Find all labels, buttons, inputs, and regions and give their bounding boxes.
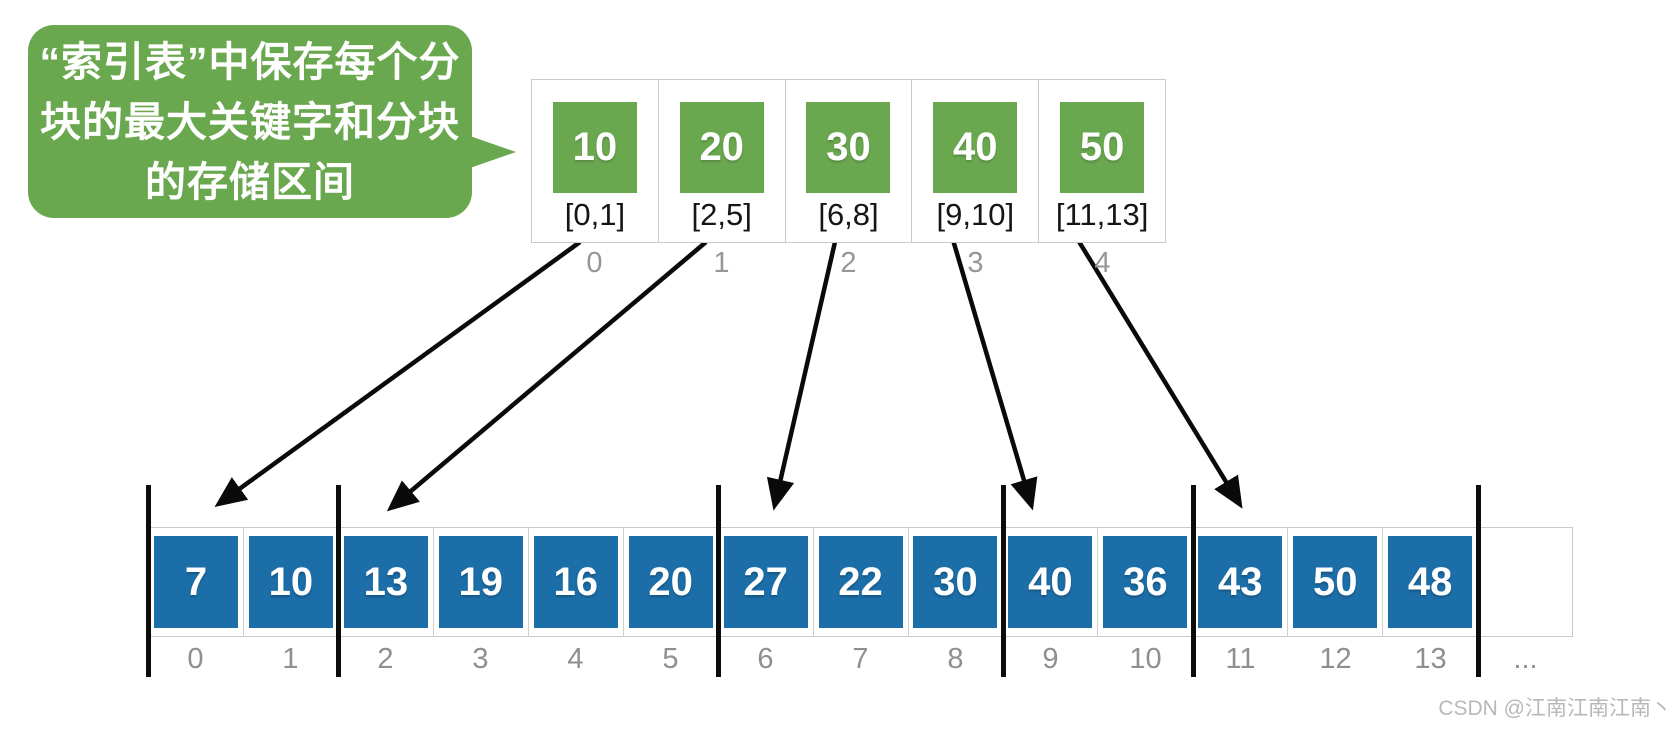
array-value-box: 50	[1293, 536, 1378, 628]
speech-bubble-line: “索引表”中保存每个分	[39, 38, 461, 85]
array-cell: 7	[149, 528, 244, 636]
array-index-label: 2	[377, 643, 394, 675]
index-table-cell: 10 [0,1]	[532, 80, 659, 242]
block-divider-bar	[1191, 485, 1196, 677]
index-range: [2,5]	[691, 197, 752, 232]
array-cell: 40	[1003, 528, 1099, 636]
arrow-block-0	[214, 240, 582, 507]
array-cell: 19	[434, 528, 529, 636]
array-index-label: 6	[757, 643, 774, 675]
array-value-box: 16	[533, 536, 618, 628]
array-cell: 30	[909, 528, 1004, 636]
index-key-box: 30	[806, 102, 891, 193]
block-divider-bar	[716, 485, 721, 677]
array-value-box: 48	[1388, 536, 1473, 628]
arrow-block-2	[766, 241, 838, 511]
index-position-label: 3	[967, 247, 984, 279]
array-cell: 13	[339, 528, 434, 636]
array-cell: 10	[244, 528, 339, 636]
array-index-label: 4	[567, 643, 584, 675]
array-index-label: 9	[1042, 643, 1059, 675]
array-cell: 48	[1383, 528, 1479, 636]
array-overflow-label: ...	[1513, 643, 1538, 675]
array-value-box: 10	[248, 536, 333, 628]
index-key-box: 20	[679, 102, 764, 193]
index-range: [9,10]	[936, 197, 1015, 232]
csdn-watermark: CSDN @江南江南江南丶	[1438, 697, 1672, 720]
block-divider-bar	[1476, 485, 1481, 677]
arrow-block-3	[950, 239, 1038, 511]
array-cell: 22	[814, 528, 909, 636]
index-table-cell: 50 [11,13]	[1039, 80, 1165, 242]
array-value-box: 27	[723, 536, 808, 628]
index-table-cell: 20 [2,5]	[659, 80, 786, 242]
index-position-label: 2	[840, 247, 857, 279]
array-value-box: 7	[153, 536, 238, 628]
block-divider-bar	[1001, 485, 1006, 677]
block-divider-bar	[146, 485, 151, 677]
array-cell: 20	[624, 528, 719, 636]
index-range: [0,1]	[564, 197, 626, 232]
array-value-box: 36	[1103, 536, 1188, 628]
block-divider-bar	[336, 485, 341, 677]
arrow-block-4	[1076, 238, 1243, 509]
index-table-position-labels: 0 1 2 3 4	[531, 246, 1166, 280]
array-value-box: 30	[913, 536, 998, 628]
arrow-block-1	[386, 240, 708, 512]
array-value-box: 40	[1008, 536, 1093, 628]
array-cell: 43	[1193, 528, 1289, 636]
index-range: [6,8]	[818, 197, 879, 232]
index-position-label: 1	[713, 247, 730, 279]
array-cell: 36	[1098, 528, 1194, 636]
index-position-label: 0	[586, 247, 603, 279]
index-key-box: 40	[933, 102, 1018, 193]
array-index-label: 11	[1225, 643, 1256, 675]
array-cell: 27	[719, 528, 814, 636]
array-value-box: 22	[818, 536, 903, 628]
speech-bubble-line: 的存储区间	[145, 158, 355, 205]
index-table-cell: 40 [9,10]	[912, 80, 1040, 242]
array-index-label: 3	[472, 643, 489, 675]
array-index-label: 7	[852, 643, 869, 675]
array-index-label: 5	[662, 643, 679, 675]
speech-bubble-tail	[470, 136, 516, 168]
index-position-label: 4	[1094, 247, 1111, 279]
index-table-cell: 30 [6,8]	[786, 80, 913, 242]
index-key-box: 50	[1060, 102, 1145, 193]
array-value-box: 43	[1198, 536, 1283, 628]
speech-bubble: “索引表”中保存每个分 块的最大关键字和分块 的存储区间	[28, 25, 472, 218]
main-array: 7 10 13 19 16 20 27 22 30 40 36 43 50 48	[148, 527, 1573, 637]
index-key-box: 10	[552, 102, 637, 193]
array-index-label: 8	[947, 643, 964, 675]
array-index-labels: 0 1 2 3 4 5 6 7 8 9 10 11 12 13 ...	[148, 642, 1573, 676]
array-index-label: 10	[1129, 643, 1162, 675]
index-table: 10 [0,1] 20 [2,5] 30 [6,8] 40 [9,10] 50 …	[531, 79, 1166, 243]
array-index-label: 1	[282, 643, 299, 675]
array-value-box: 13	[343, 536, 428, 628]
array-cell-empty	[1478, 528, 1572, 636]
index-range: [11,13]	[1055, 197, 1149, 232]
array-value-box: 19	[438, 536, 523, 628]
array-index-label: 13	[1414, 643, 1447, 675]
array-cell: 50	[1288, 528, 1384, 636]
speech-bubble-line: 块的最大关键字和分块	[40, 98, 460, 145]
array-index-label: 0	[187, 643, 204, 675]
array-value-box: 20	[628, 536, 713, 628]
array-cell: 16	[529, 528, 624, 636]
array-index-label: 12	[1319, 643, 1352, 675]
